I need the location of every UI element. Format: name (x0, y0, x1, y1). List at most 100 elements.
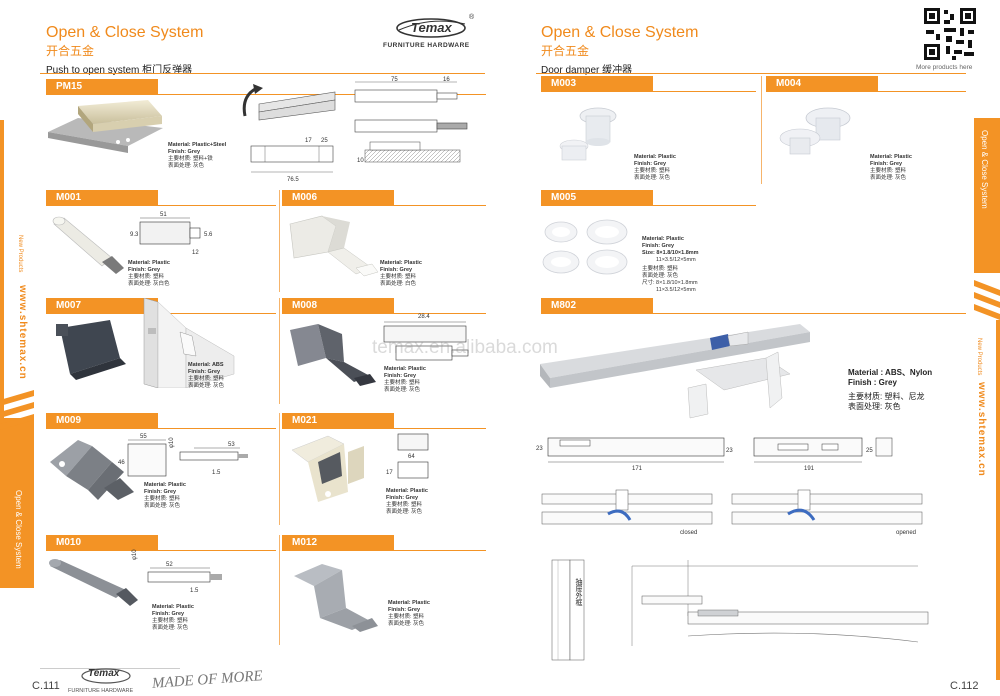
m001-material: Material: Plastic (128, 260, 170, 266)
m012-material: Material: Plastic (388, 600, 430, 606)
right-section-title-cn: 开合五金 (541, 44, 590, 58)
m003-material: Material: Plastic (634, 154, 676, 160)
temax-logo-icon (396, 18, 466, 38)
m001-drawing: 51 9.3 5.6 12 (130, 212, 213, 256)
m006-material: Material: Plastic (380, 260, 422, 266)
m802-drawing-side: 171 23 23 (536, 437, 733, 472)
m009-dim-4: 1.5 (212, 470, 221, 476)
m004-spec: Material: Plastic Finish: Grey 主要材质: 塑料 … (870, 154, 912, 182)
m021-finish-cn: 表面处理: 灰色 (386, 509, 423, 515)
rule-m008 (282, 313, 486, 314)
m802-opened-label: opened (896, 530, 917, 536)
rule-m012 (282, 550, 486, 551)
m010-dim-2: 1.5 (190, 588, 199, 594)
watermark: temax.en.alibaba.com (372, 337, 558, 358)
tag-pm15: PM15 (46, 79, 158, 94)
m802-dim-3: 191 (804, 466, 815, 472)
m021-image (291, 435, 364, 502)
left-section-title: Open & Close System (46, 24, 204, 41)
pm15-dim-0: 75 (391, 77, 398, 83)
m004-finish: Finish: Grey (870, 161, 903, 167)
m005-material-cn: 主要材质: 塑料 (642, 266, 679, 272)
pm15-dim-4: 25 (321, 138, 328, 144)
tag-m007: M007 (46, 298, 158, 313)
rule-m009 (46, 428, 276, 429)
pm15-finish: Finish: Grey (168, 149, 201, 155)
left-subtitle-rule (40, 73, 485, 74)
m009-drawing: 55 46 φ10 53 1.5 (118, 434, 248, 477)
divider-row5 (279, 535, 280, 645)
m006-finish-cn: 表面处理: 白色 (380, 281, 417, 287)
m010-dim-1: 52 (166, 562, 173, 568)
m012-image (294, 564, 378, 632)
m010-drawing: φ10 52 1.5 (132, 549, 222, 594)
m009-finish: Finish: Grey (144, 489, 177, 495)
m006-spec: Material: Plastic Finish: Grey 主要材质: 塑料 … (380, 260, 422, 288)
m009-material: Material: Plastic (144, 482, 186, 488)
left-section-title-cn: 开合五金 (46, 44, 95, 58)
m004-material: Material: Plastic (870, 154, 912, 160)
m006-image (289, 215, 379, 277)
m012-material-cn: 主要材质: 塑料 (388, 614, 425, 620)
pm15-dim-1: 16 (443, 77, 450, 83)
m009-dim-3: 53 (228, 442, 235, 448)
m007-drawing (143, 298, 235, 388)
left-side-hatch-icon (0, 390, 34, 430)
tag-m012: M012 (282, 535, 394, 550)
footer-logo-brand: Temax (88, 668, 120, 679)
right-side-hatch-icon (974, 280, 1000, 320)
m007-material-cn: 主要材质: 塑料 (188, 376, 225, 382)
m003-finish-cn: 表面处理: 灰色 (634, 175, 671, 181)
m005-size-cn-2: 11×3.5/12×5mm (656, 287, 696, 293)
m006-finish: Finish: Grey (380, 267, 413, 273)
m802-drawer-label: 抽屉外框 (575, 578, 582, 606)
qr-code-icon[interactable] (922, 6, 978, 62)
m012-spec: Material: Plastic Finish: Grey 主要材质: 塑料 … (388, 600, 430, 628)
tag-m008: M008 (282, 298, 394, 313)
m802-closed-label: closed (680, 530, 698, 536)
right-subtitle: Door damper 缓冲器 (541, 65, 633, 76)
m802-closed-drawing (541, 489, 713, 525)
header-logo-brand: Temax (411, 20, 452, 35)
m021-dim-1: 17 (386, 470, 393, 476)
m004-image (779, 107, 851, 155)
pm15-finish-cn: 表面处理: 灰色 (168, 163, 205, 169)
left-side-url: www.shtemax.cn (17, 285, 28, 380)
m009-dim-2: φ10 (169, 437, 175, 448)
m001-dim-3: 12 (192, 250, 199, 256)
m802-dim-0: 171 (632, 466, 643, 472)
right-side-section: Open & Close System (980, 130, 989, 209)
rule-m010 (46, 550, 276, 551)
m005-size-2: 11×3.5/12×5mm (656, 257, 696, 263)
m012-finish-cn: 表面处理: 灰色 (388, 621, 425, 627)
m001-finish: Finish: Grey (128, 267, 161, 273)
m005-image (542, 219, 628, 275)
m008-material: Material: Plastic (384, 366, 426, 372)
m009-image (50, 440, 134, 500)
m001-spec: Material: Plastic Finish: Grey 主要材质: 塑料 … (128, 260, 170, 288)
m021-finish: Finish: Grey (386, 495, 419, 501)
m802-spec: Material : ABS、Nylon Finish : Grey 主要材质:… (848, 368, 932, 412)
tag-m005: M005 (541, 190, 653, 205)
left-subtitle: Push to open system 柜门反弹器 (46, 65, 193, 76)
m003-finish: Finish: Grey (634, 161, 667, 167)
m008-drawing: 28.4 (383, 314, 469, 361)
left-side-section: Open & Close System (14, 490, 23, 569)
m001-material-cn: 主要材质: 塑料 (128, 274, 165, 280)
rule-m003 (541, 91, 756, 92)
divider-row4 (279, 413, 280, 525)
m001-dim-1: 9.3 (130, 232, 139, 238)
m007-material: Material: ABS (188, 362, 224, 368)
rule-m004 (766, 91, 966, 92)
m012-finish: Finish: Grey (388, 607, 421, 613)
m007-image (56, 320, 126, 380)
left-side-tab (0, 418, 34, 588)
pm15-material: Material: Plastic+Steel (168, 142, 227, 148)
tag-m010: M010 (46, 535, 158, 550)
m010-finish: Finish: Grey (152, 611, 185, 617)
m007-spec: Material: ABS Finish: Grey 主要材质: 塑料 表面处理… (188, 362, 224, 390)
header-logo-reg: ® (469, 14, 475, 21)
m802-dim-4: 25 (866, 448, 873, 454)
m003-image (559, 107, 617, 161)
m802-install-drawing (551, 559, 929, 661)
